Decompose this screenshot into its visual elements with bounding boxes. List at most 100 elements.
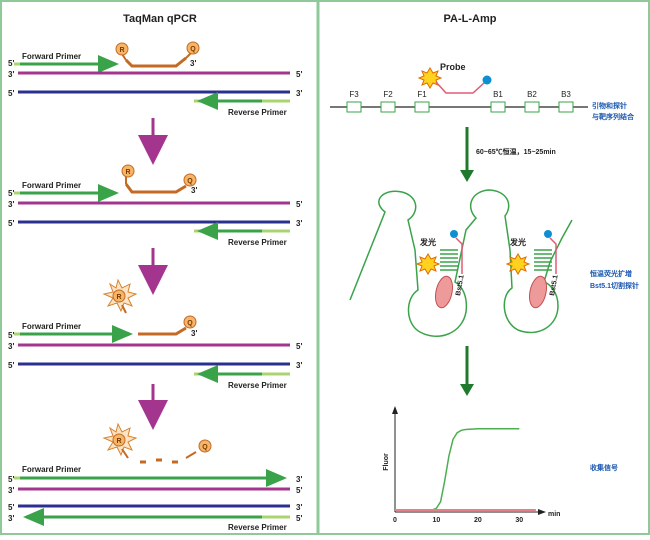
three-prime: 3'	[296, 503, 302, 512]
x-tick-label: 30	[515, 517, 523, 524]
forward-primer-label: Forward Primer	[22, 322, 81, 331]
site-label-f3: F3	[349, 90, 359, 99]
reporter-label: R	[119, 47, 124, 54]
five-prime: 5'	[8, 361, 14, 370]
y-axis-label: Fluor	[383, 453, 390, 471]
bst-enzyme	[434, 275, 454, 309]
reporter-label: R	[116, 294, 121, 301]
glow-star-icon	[415, 253, 441, 275]
left-title: TaqMan qPCR	[123, 13, 197, 25]
probe-fragment	[455, 237, 463, 274]
five-prime: 5'	[296, 486, 302, 495]
quencher-label: Q	[187, 178, 193, 185]
probe-strand	[138, 326, 187, 336]
reporter-label: R	[116, 438, 121, 445]
series-lines	[395, 427, 536, 511]
three-prime: 3'	[8, 70, 14, 79]
glow-label: 发光	[419, 237, 436, 247]
enzyme-label: Bst5.1	[549, 274, 560, 296]
taqman-stage-3: R Forward Primer Q 3' 5' 3' 5' 5' 3' Rev…	[8, 278, 302, 390]
reporter-dye	[115, 42, 129, 56]
three-prime: 3'	[296, 89, 302, 98]
step1-note-line2: 与靶序列结合	[592, 112, 635, 121]
quencher-label: Q	[187, 320, 193, 327]
cleaved-fragment	[121, 304, 127, 314]
reverse-primer-label: Reverse Primer	[228, 381, 287, 390]
hairpin-strand	[349, 189, 573, 337]
quencher-label: Q	[202, 444, 208, 451]
three-prime: 3'	[296, 361, 302, 370]
right-title: PA-L-Amp	[444, 13, 497, 25]
five-prime: 5'	[8, 89, 14, 98]
x-tick-label: 10	[433, 517, 441, 524]
three-prime: 3'	[296, 475, 302, 484]
five-prime: 5'	[8, 189, 14, 198]
forward-primer-label: Forward Primer	[22, 181, 81, 190]
x-tick-label: 0	[393, 517, 397, 524]
amplification-curve	[395, 427, 520, 511]
step2-note-line2: Bst5.1切割探针	[590, 281, 639, 290]
site-box	[380, 101, 396, 113]
glow-label: 发光	[509, 237, 526, 247]
probe-3prime: 3'	[190, 59, 196, 68]
probe-strand	[435, 81, 485, 94]
reverse-primer-label: Reverse Primer	[228, 523, 287, 532]
forward-primer-label: Forward Primer	[22, 52, 81, 61]
x-axis-arrow-icon	[538, 509, 546, 515]
site-box	[558, 101, 574, 113]
glow-star-icon	[505, 253, 531, 275]
reporter-label: R	[125, 169, 130, 176]
probe-3prime: 3'	[191, 329, 197, 338]
five-prime: 5'	[296, 342, 302, 351]
three-prime: 3'	[296, 219, 302, 228]
quencher-dot	[450, 230, 458, 238]
probe-strand	[124, 183, 187, 194]
taqman-stage-2: Forward Primer R Q 3' 5' 3' 5' 5' 3' Rev…	[8, 164, 302, 247]
quencher-dye	[183, 173, 197, 187]
site-box	[524, 101, 540, 113]
five-prime: 5'	[8, 331, 14, 340]
condition-label: 60~65℃恒温，15~25min	[476, 147, 556, 156]
site-label-b3: B3	[561, 90, 571, 99]
x-ticks: 0 10 20 30	[393, 517, 523, 524]
reporter-dye	[121, 164, 135, 178]
reverse-primer-label: Reverse Primer	[228, 108, 287, 117]
five-prime: 5'	[296, 70, 302, 79]
quencher-dye	[183, 315, 197, 329]
probe-label: Probe	[440, 62, 466, 72]
three-prime: 3'	[8, 342, 14, 351]
five-prime: 5'	[296, 514, 302, 523]
y-axis-arrow-icon	[392, 406, 398, 414]
site-label-f2: F2	[383, 90, 393, 99]
five-prime: 5'	[8, 475, 14, 484]
five-prime: 5'	[8, 59, 14, 68]
reporter-dye	[112, 433, 126, 447]
pa-l-amp-probe: Probe	[417, 62, 492, 94]
three-prime: 3'	[8, 514, 14, 523]
site-box	[490, 101, 506, 113]
site-label-b1: B1	[493, 90, 503, 99]
site-label-b2: B2	[527, 90, 537, 99]
fluorescence-chart: Fluor min 0 10 20 30	[383, 406, 560, 524]
site-box	[346, 101, 362, 113]
x-tick-label: 20	[474, 517, 482, 524]
cleaved-fragment	[185, 451, 197, 459]
reporter-dye	[112, 289, 126, 303]
quencher-dye	[198, 439, 212, 453]
amplification-structure: 发光 发光 Bst5.1 Bst5.1	[349, 189, 573, 337]
reverse-primer-label: Reverse Primer	[228, 238, 287, 247]
x-axis-label: min	[548, 511, 560, 518]
taqman-stage-4: R Q Forward Primer 5' 3' 3' 5' 5' 3' 3' …	[8, 422, 302, 532]
cleaved-fragment	[121, 448, 129, 459]
quencher-dot	[544, 230, 552, 238]
bst-enzyme	[528, 275, 548, 309]
target-sequence: F3 F2 F1 B1 B2 B3	[330, 90, 588, 113]
three-prime: 3'	[8, 200, 14, 209]
quencher-label: Q	[190, 46, 196, 53]
quencher-dye	[186, 41, 200, 55]
probe-strand	[124, 56, 187, 68]
step2-note-line1: 恒温荧光扩增	[589, 269, 632, 278]
